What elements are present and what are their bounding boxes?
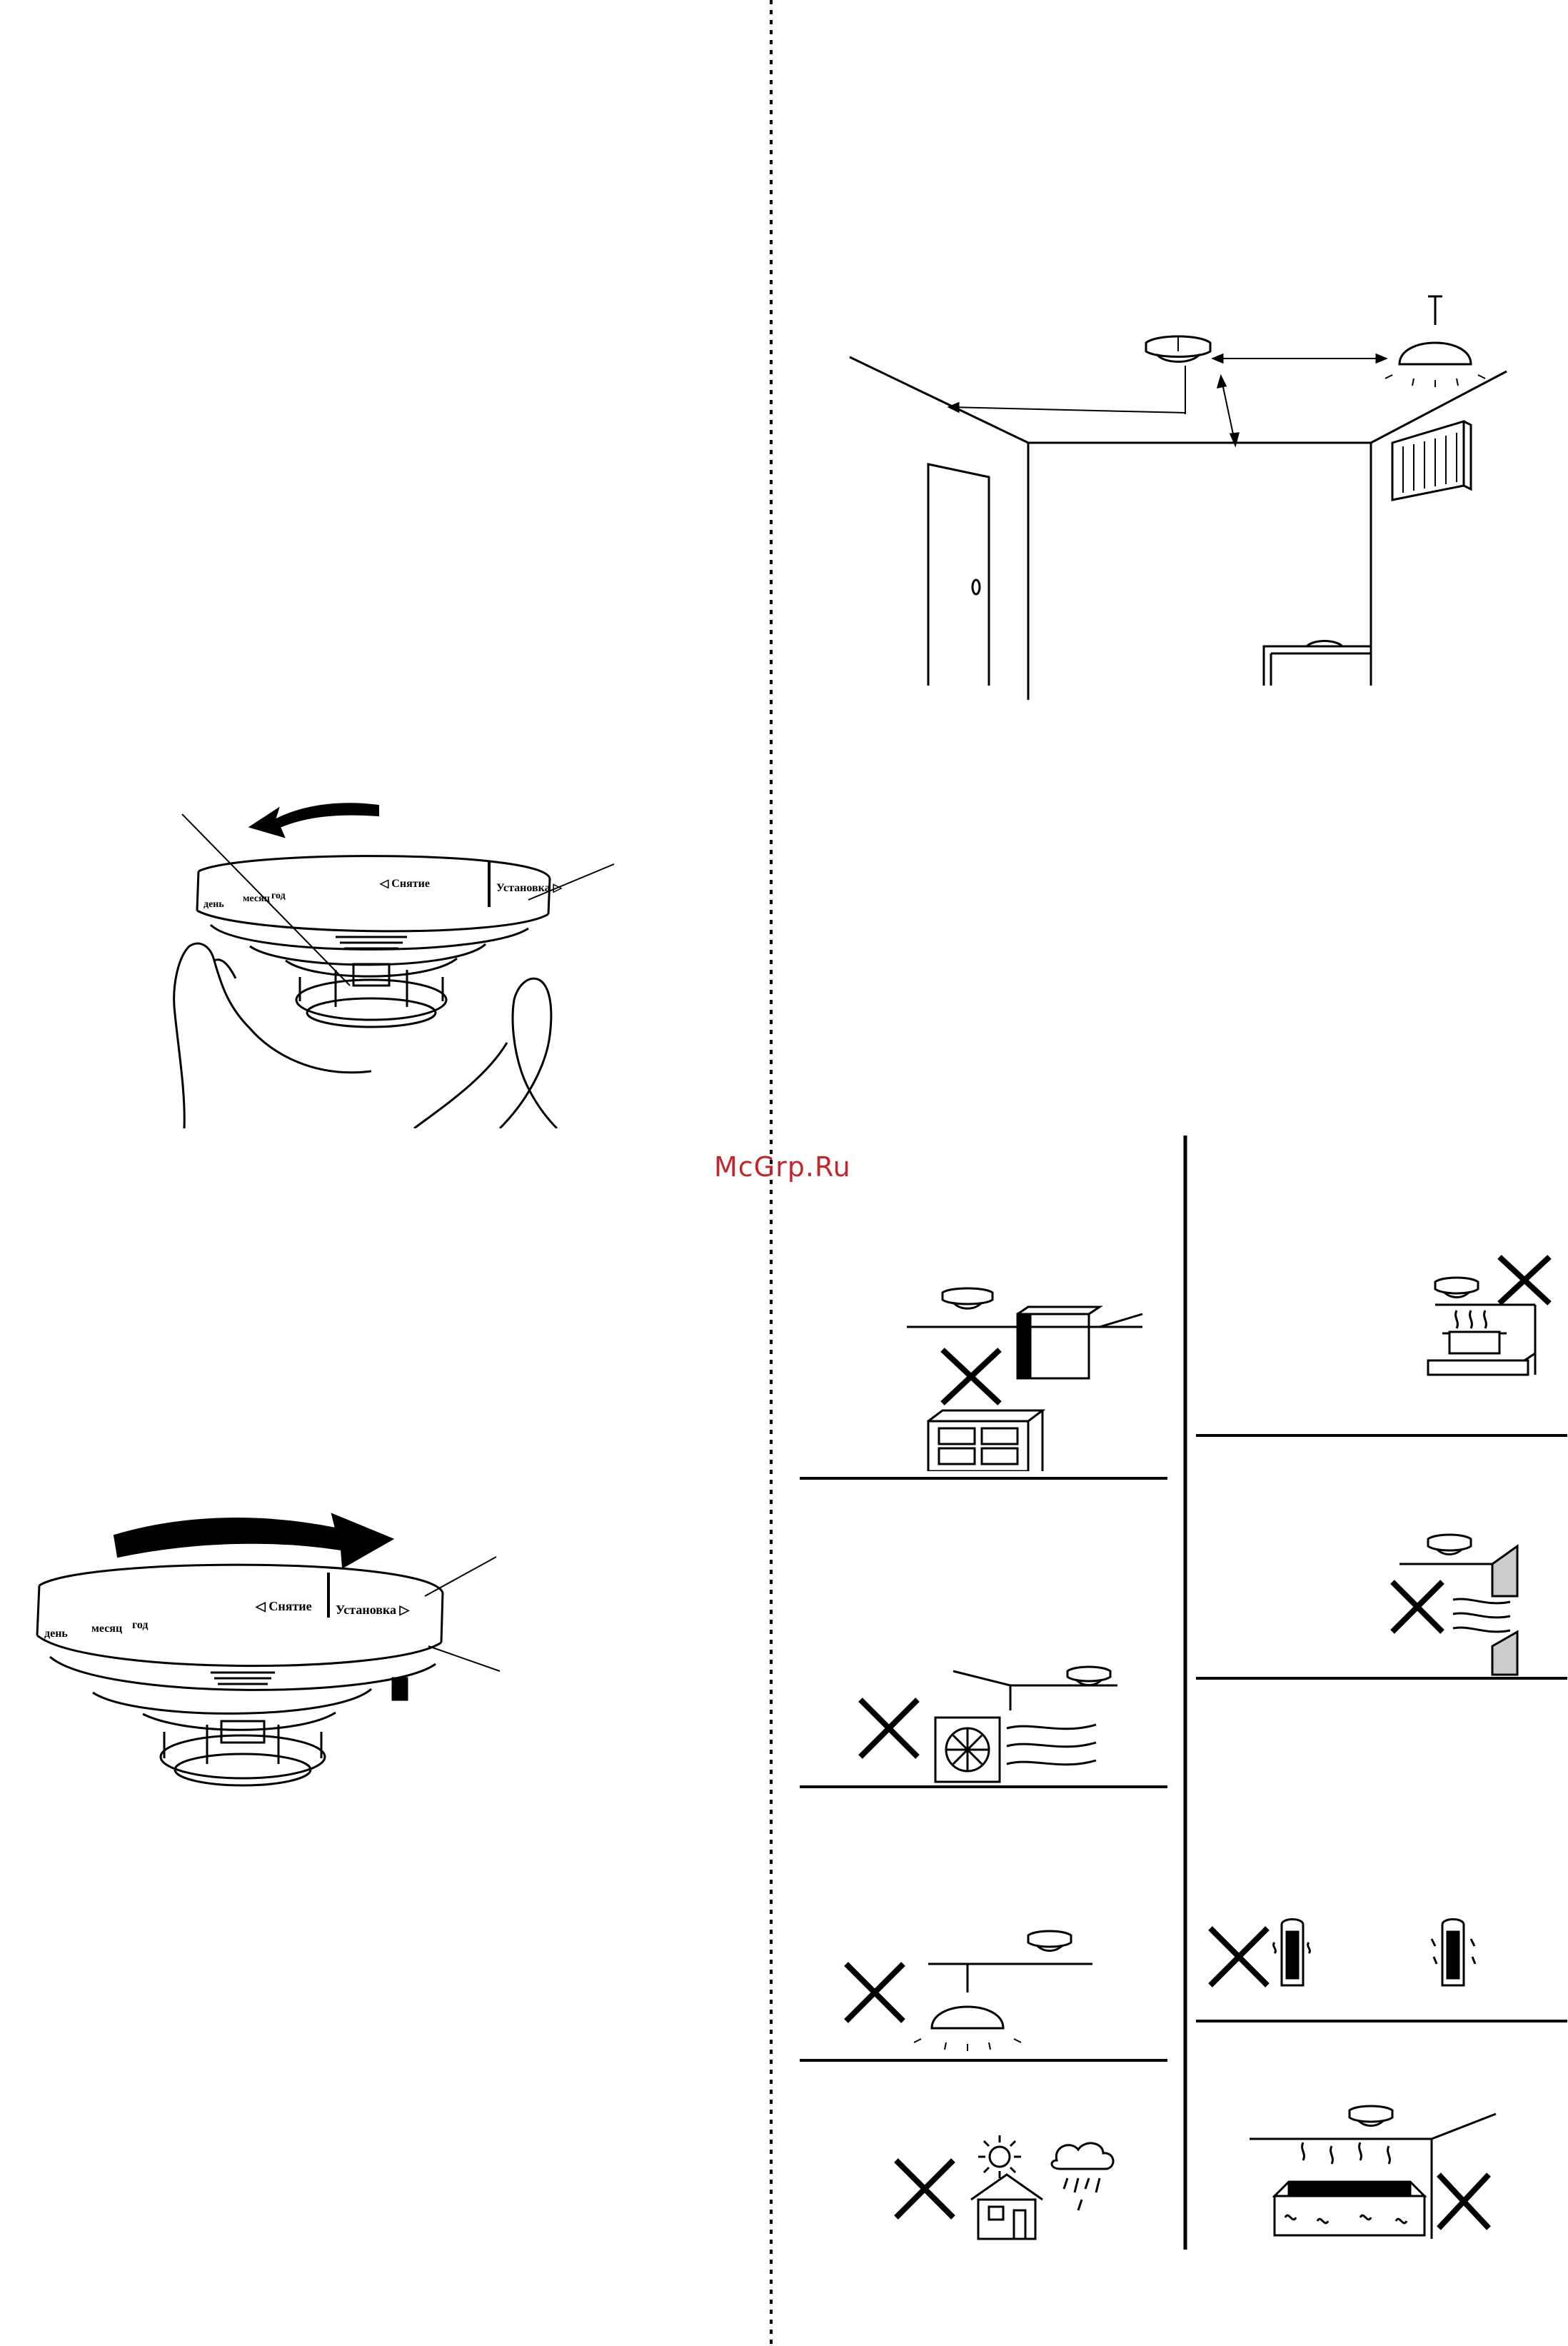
removal-label-2: ◁ Снятие bbox=[255, 1599, 312, 1613]
sun-icon bbox=[990, 2147, 1010, 2167]
panel-bath-steam bbox=[1246, 2103, 1510, 2246]
x-mark-icon bbox=[1439, 2175, 1489, 2228]
figure-remove-detector: ◁ Снятие Установка ▷ день месяц год bbox=[171, 793, 628, 1128]
year-label-2: год bbox=[132, 1619, 149, 1631]
install-label: Установка ▷ bbox=[496, 882, 563, 894]
arrow-ccw-icon bbox=[250, 803, 378, 837]
figure-install-detector: ◁ Снятие Установка ▷ день месяц год bbox=[29, 1485, 514, 1800]
panel-temperature bbox=[1207, 1914, 1507, 1992]
panel-kitchen-steam bbox=[1421, 1253, 1568, 1403]
panel-air-conditioner bbox=[853, 1657, 1125, 1785]
panel-near-lamp bbox=[843, 1921, 1092, 2057]
month-label-2: месяц bbox=[91, 1623, 122, 1635]
day-label: день bbox=[203, 899, 224, 910]
x-mark-icon bbox=[943, 1350, 1000, 1403]
panel-near-cabinet bbox=[900, 1278, 1157, 1471]
x-mark-icon bbox=[1210, 1928, 1267, 1985]
panel-outdoors bbox=[889, 2132, 1139, 2242]
x-mark-icon bbox=[860, 1700, 918, 1757]
year-label: год bbox=[271, 891, 286, 901]
x-mark-icon bbox=[896, 2160, 953, 2217]
day-label-2: день bbox=[44, 1628, 68, 1640]
panel-draft-opening bbox=[1385, 1525, 1568, 1682]
removal-label: ◁ Снятие bbox=[379, 878, 430, 890]
cloud-icon bbox=[1052, 2143, 1113, 2169]
x-mark-icon bbox=[1499, 1257, 1549, 1303]
install-label-2: Установка ▷ bbox=[336, 1603, 411, 1617]
figure-room-placement bbox=[843, 286, 1514, 707]
x-mark-icon bbox=[846, 1964, 903, 2021]
x-mark-icon bbox=[1392, 1582, 1442, 1632]
arrow-cw-icon bbox=[114, 1514, 393, 1568]
